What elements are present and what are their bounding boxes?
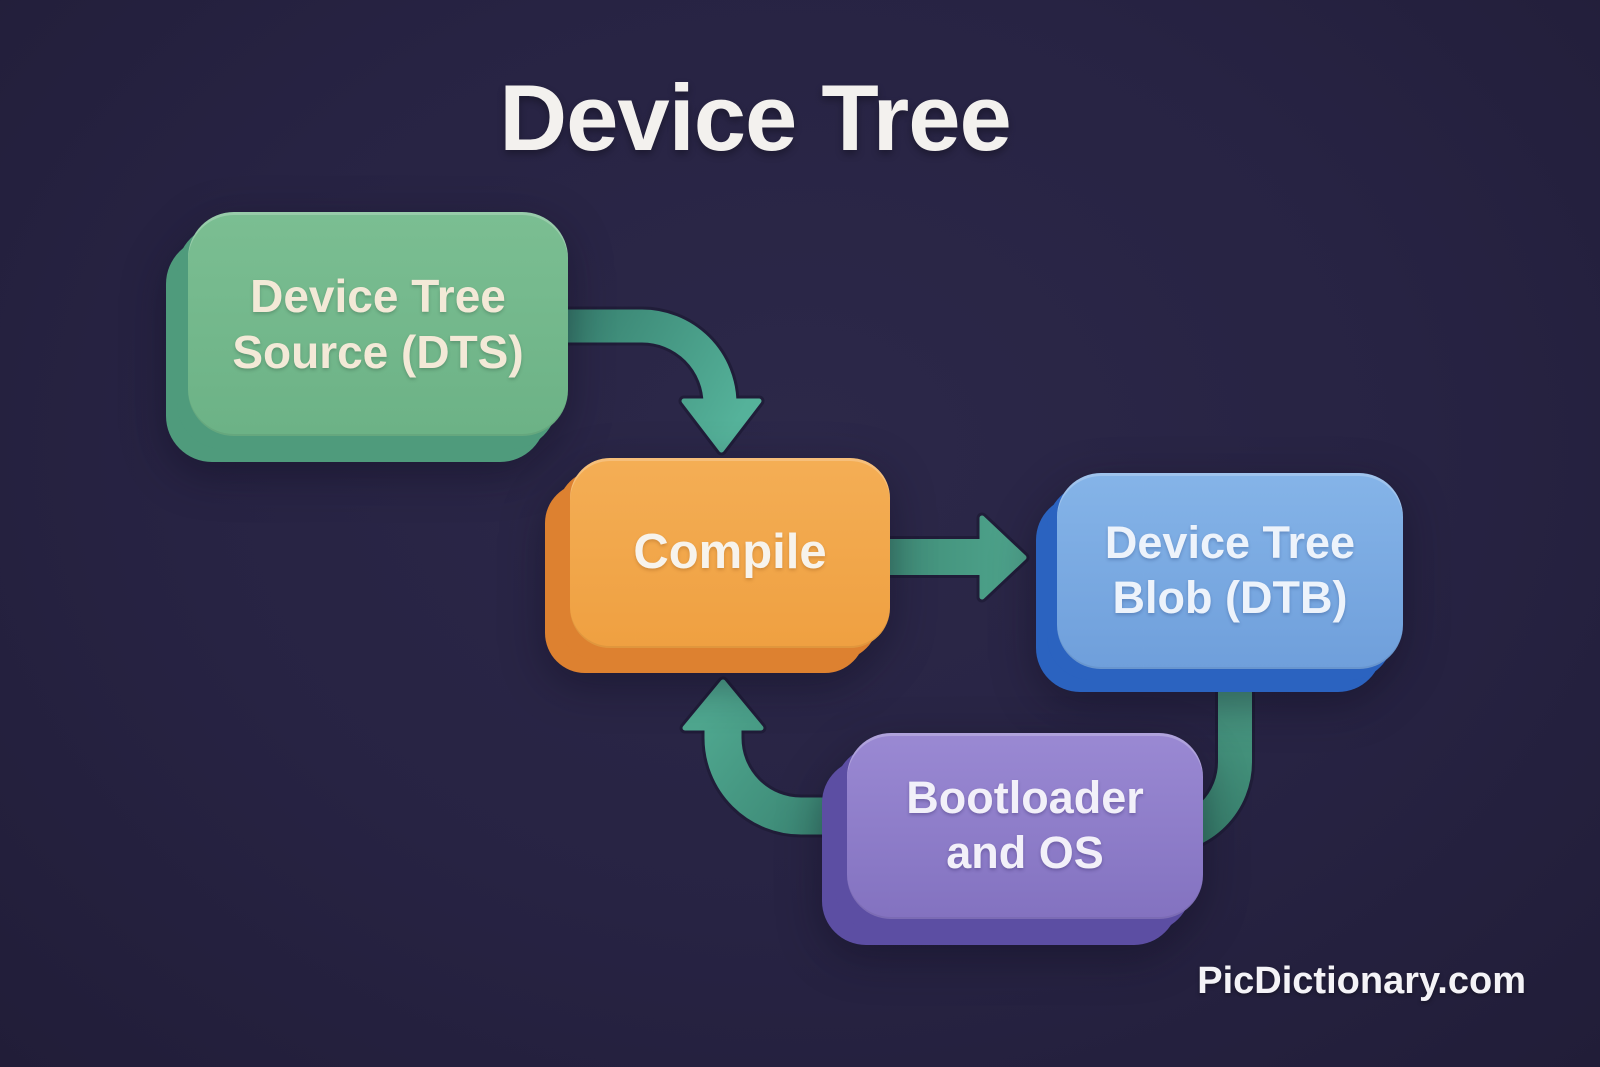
node-dts: Device Tree Source (DTS) — [166, 212, 568, 462]
arrow-bootloader-to-compile — [679, 676, 900, 838]
node-compile-face: Compile — [570, 458, 890, 648]
node-dtb-face: Device Tree Blob (DTB) — [1057, 473, 1403, 669]
node-dts-label-line1: Device Tree — [250, 269, 506, 322]
node-dtb-label-line1: Device Tree — [1104, 517, 1356, 569]
arrow-dts-to-compile — [552, 306, 765, 456]
node-dts-label-line2: Source (DTS) — [232, 326, 524, 378]
node-bootloader-label-line2: and OS — [946, 827, 1104, 878]
node-dts-face: Device Tree Source (DTS) — [188, 212, 568, 436]
node-compile: Compile — [545, 458, 890, 673]
node-bootloader-label-line1: Bootloader — [906, 772, 1144, 824]
page-title: Device Tree — [499, 65, 1012, 170]
node-bootloader-face: Bootloader and OS — [847, 733, 1203, 919]
node-compile-label: Compile — [633, 525, 827, 580]
node-dtb: Device Tree Blob (DTB) — [1036, 473, 1403, 692]
node-bootloader: Bootloader and OS — [822, 733, 1203, 945]
watermark: PicDictionary.com — [1197, 960, 1526, 1002]
arrow-compile-to-dtb — [878, 512, 1030, 603]
node-dtb-label-line2: Blob (DTB) — [1112, 572, 1348, 623]
